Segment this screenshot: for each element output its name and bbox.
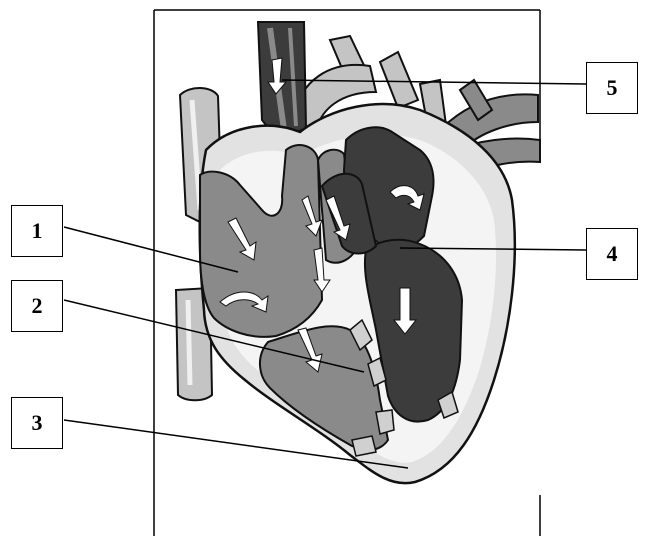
label-box-4: 4 bbox=[586, 228, 638, 280]
leader-line-4 bbox=[399, 247, 587, 251]
flow-arrows bbox=[219, 57, 425, 373]
label-box-3: 3 bbox=[11, 397, 63, 449]
label-5-text: 5 bbox=[606, 75, 618, 100]
label-2-text: 2 bbox=[31, 293, 43, 318]
label-3-text: 3 bbox=[31, 410, 43, 435]
inferior-vena-cava bbox=[174, 286, 214, 402]
right-chambers bbox=[199, 144, 390, 451]
aorta-branches bbox=[290, 34, 448, 134]
leader-lines bbox=[63, 79, 587, 469]
leader-line-3 bbox=[63, 419, 409, 469]
right-atrium bbox=[199, 144, 324, 338]
picture-frame bbox=[153, 9, 541, 536]
label-4-text: 4 bbox=[606, 241, 618, 266]
label-box-5: 5 bbox=[586, 62, 638, 114]
aortic-root bbox=[320, 172, 378, 255]
left-chambers bbox=[320, 126, 464, 423]
leader-line-2 bbox=[63, 299, 365, 373]
label-1-text: 1 bbox=[31, 218, 43, 243]
top-vessel bbox=[256, 21, 308, 142]
septum-details bbox=[349, 318, 459, 457]
leader-line-1 bbox=[63, 226, 239, 273]
label-box-1: 1 bbox=[11, 205, 63, 257]
label-box-2: 2 bbox=[11, 280, 63, 332]
right-ventricle bbox=[259, 325, 390, 451]
leader-line-5 bbox=[281, 79, 587, 85]
